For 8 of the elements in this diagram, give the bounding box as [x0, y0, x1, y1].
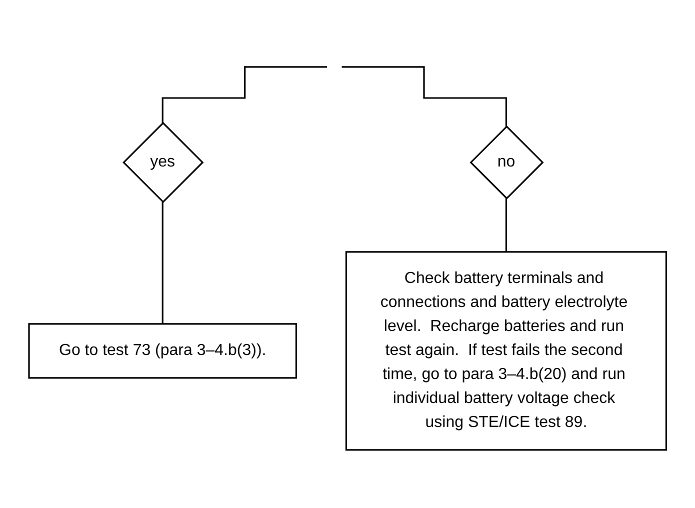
connector [162, 66, 327, 124]
connector [162, 201, 164, 325]
node-box: Go to test 73 (para 3–4.b(3)). [28, 323, 297, 379]
node-diamond: no [470, 125, 544, 200]
connector [505, 198, 507, 253]
node-box: Check battery terminals and connections and battery electrolyte level. Recharge batteries and run test again. If test fails the second time, go to para 3–4.b(20) and run individual battery voltage check using STE/ICE test 89. [345, 251, 667, 451]
node-diamond: yes [122, 122, 204, 204]
connector [342, 66, 507, 128]
